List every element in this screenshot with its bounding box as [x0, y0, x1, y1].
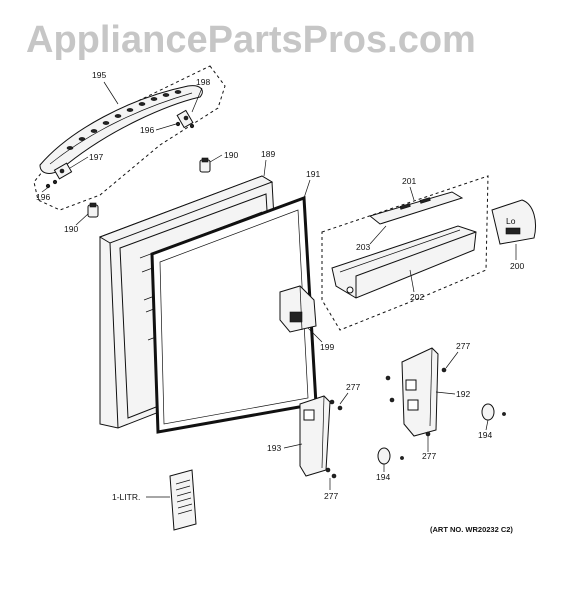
callout-190-lower: 190	[64, 224, 78, 234]
handle-grip-dots	[66, 90, 182, 150]
handle-mount-lower	[45, 162, 73, 189]
callout-201: 201	[402, 176, 416, 186]
callout-202: 202	[410, 292, 424, 302]
callout-198: 198	[196, 77, 210, 87]
callout-195: 195	[92, 70, 106, 80]
door-bin	[331, 225, 477, 299]
callout-277-right-top: 277	[456, 341, 470, 351]
dairy-bin	[279, 285, 317, 333]
callout-200: 200	[510, 261, 524, 271]
hinge-bracket-left	[299, 395, 331, 477]
callout-193: 193	[267, 443, 281, 453]
callout-199: 199	[320, 342, 334, 352]
callout-203: 203	[356, 242, 370, 252]
literature-booklet	[169, 469, 197, 531]
hinge-bushing-center	[377, 447, 404, 465]
callout-194-center: 194	[376, 472, 390, 482]
callout-191: 191	[306, 169, 320, 179]
hinge-pin-upper	[199, 157, 211, 173]
screw-group-192	[385, 367, 447, 437]
door-bin-assembly	[321, 175, 489, 331]
screw-group-193	[325, 399, 343, 479]
callout-190-upper: 190	[224, 150, 238, 160]
callout-277-left-bottom: 277	[324, 491, 338, 501]
handle-bar	[39, 85, 203, 174]
callout-277-left-top: 277	[346, 382, 360, 392]
callout-194-right: 194	[478, 430, 492, 440]
watermark-text: AppliancePartsPros.com	[26, 19, 476, 61]
callout-189: 189	[261, 149, 275, 159]
hinge-bushing-right	[481, 403, 506, 421]
callout-1-litr: 1-LITR.	[112, 492, 140, 502]
trim-cap-label: Lo	[506, 216, 516, 226]
handle-mount-upper	[175, 109, 195, 129]
hinge-pin-lower	[87, 202, 99, 218]
callout-196-upper: 196	[140, 125, 154, 135]
callout-192: 192	[456, 389, 470, 399]
trim-cap: Lo	[491, 199, 536, 245]
callout-197: 197	[89, 152, 103, 162]
hinge-bracket-right	[401, 347, 439, 437]
callout-277-right-bottom: 277	[422, 451, 436, 461]
art-number: (ART NO. WR20232 C2)	[430, 525, 513, 534]
handle-assembly	[33, 65, 226, 211]
bin-cover	[368, 191, 464, 225]
callout-196-lower: 196	[36, 192, 50, 202]
